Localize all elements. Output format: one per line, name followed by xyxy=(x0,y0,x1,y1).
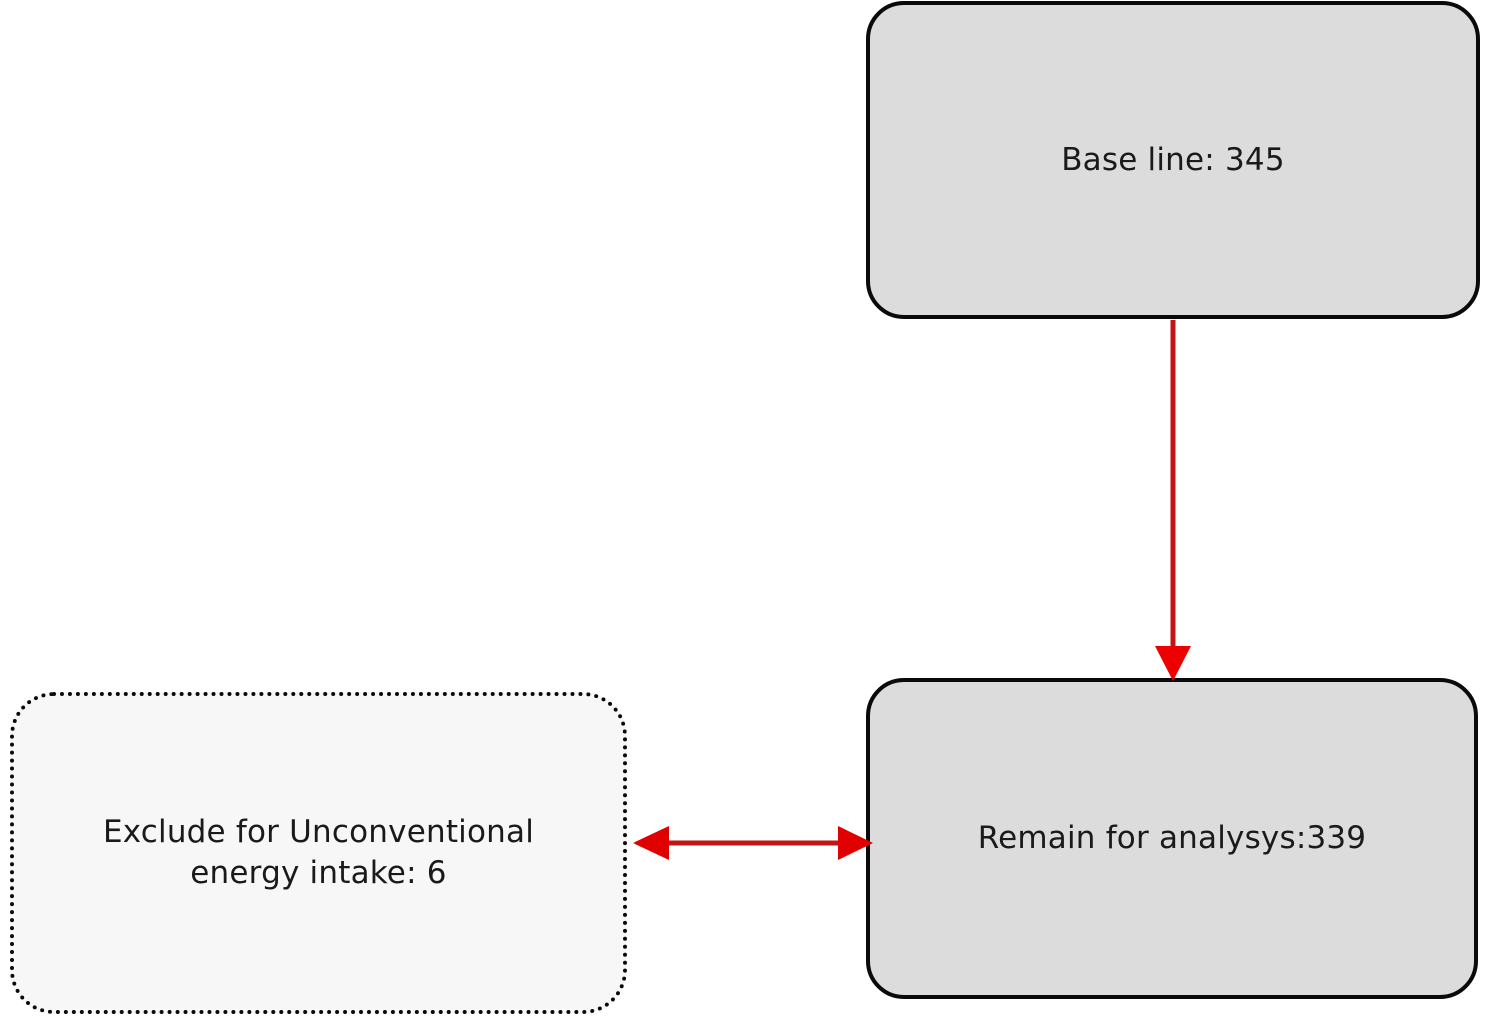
arrowhead-left-icon xyxy=(633,826,669,860)
node-baseline-label: Base line: 345 xyxy=(1061,141,1285,178)
node-remain-for-analysis-label: Remain for analysys:339 xyxy=(977,820,1367,857)
edge-baseline-to-remain-arrow xyxy=(1155,320,1191,681)
node-exclude-unconventional-energy-intake-label: Exclude for Unconventional energy intake… xyxy=(102,814,535,891)
arrowhead-down-icon xyxy=(1155,646,1191,681)
node-remain-for-analysis[interactable]: Remain for analysys:339 xyxy=(866,678,1478,999)
node-exclude-unconventional-energy-intake[interactable]: Exclude for Unconventional energy intake… xyxy=(10,692,627,1014)
node-baseline[interactable]: Base line: 345 xyxy=(866,1,1480,319)
edge-remain-to-exclude-arrow xyxy=(633,826,873,860)
